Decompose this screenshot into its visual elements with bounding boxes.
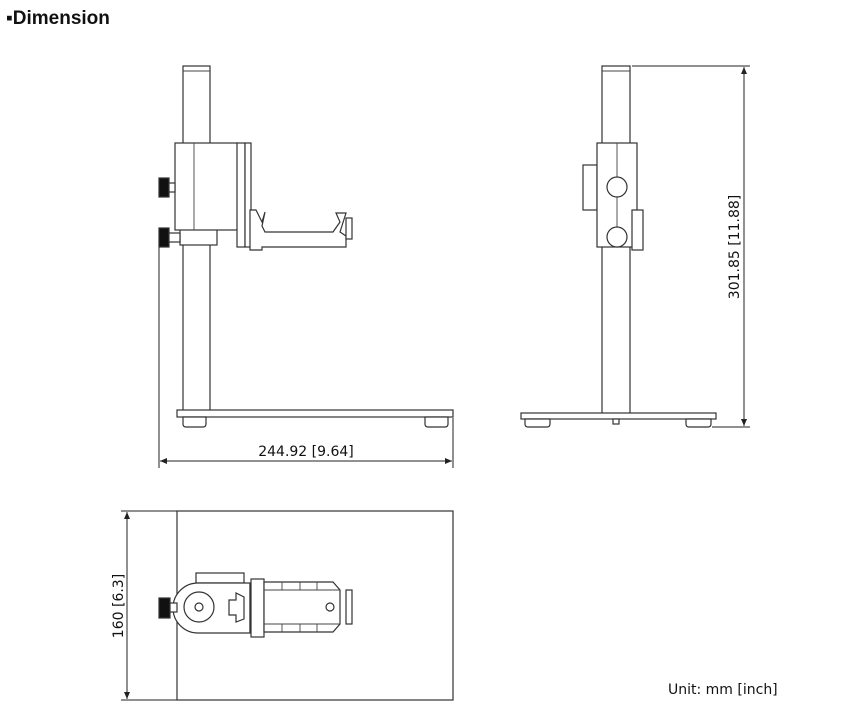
width-dimension-label: 244.92 [9.64] xyxy=(258,444,354,460)
front-view: 244.92 [9.64] xyxy=(158,65,454,468)
side-view: 301.85 [11.88] xyxy=(520,65,750,428)
section-title: ▪Dimension xyxy=(6,8,110,30)
depth-dimension-label: 160 [6.3] xyxy=(111,574,127,638)
unit-note: Unit: mm [inch] xyxy=(668,682,778,698)
height-dimension-label: 301.85 [11.88] xyxy=(727,195,743,299)
section-title-text: Dimension xyxy=(12,8,110,29)
top-view: 160 [6.3] xyxy=(111,510,454,701)
bullet-icon: ▪ xyxy=(6,8,13,29)
